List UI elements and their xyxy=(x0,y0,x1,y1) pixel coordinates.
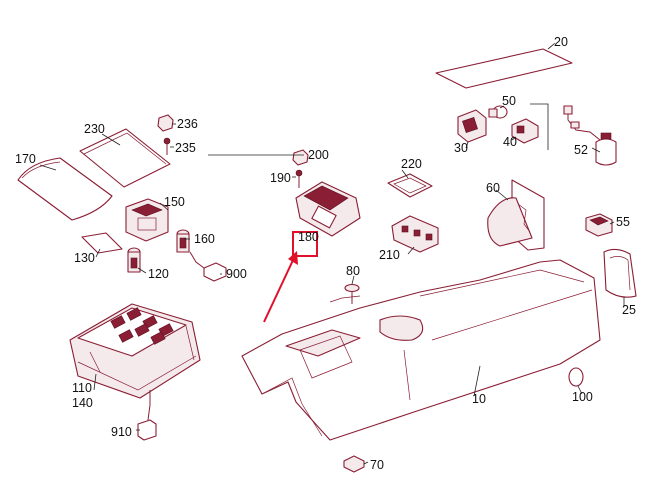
part-210-switch xyxy=(391,215,439,253)
part-235-screw xyxy=(163,137,171,155)
label-235: 235 xyxy=(175,141,196,155)
part-220-bezel xyxy=(387,173,433,198)
part-200-clip xyxy=(292,149,309,166)
part-910-connector xyxy=(137,419,157,441)
label-52: 52 xyxy=(574,143,588,157)
label-160: 160 xyxy=(194,232,215,246)
part-50-bulb xyxy=(488,105,508,119)
part-20-mat xyxy=(435,42,573,89)
label-170: 170 xyxy=(15,152,36,166)
highlight-180 xyxy=(263,231,318,323)
part-150-box xyxy=(125,198,169,242)
label-100: 100 xyxy=(572,390,593,404)
label-30: 30 xyxy=(454,141,468,155)
label-70: 70 xyxy=(370,458,384,472)
label-200: 200 xyxy=(308,148,329,162)
label-910: 910 xyxy=(111,425,132,439)
label-230: 230 xyxy=(84,122,105,136)
label-220: 220 xyxy=(401,157,422,171)
label-55: 55 xyxy=(616,215,630,229)
part-70-nut xyxy=(343,455,365,473)
label-80: 80 xyxy=(346,264,360,278)
label-140: 140 xyxy=(72,396,93,410)
label-130: 130 xyxy=(74,251,95,265)
label-40: 40 xyxy=(503,135,517,149)
label-25: 25 xyxy=(622,303,636,317)
label-120: 120 xyxy=(148,267,169,281)
label-50: 50 xyxy=(502,94,516,108)
part-170-lid xyxy=(17,157,113,221)
label-20: 20 xyxy=(554,35,568,49)
part-30-switch xyxy=(457,109,487,143)
part-55-clip xyxy=(585,213,613,237)
part-900-connector xyxy=(189,251,227,282)
part-110-unit xyxy=(69,303,201,421)
part-120-lighter xyxy=(127,247,141,273)
leader-lines xyxy=(39,43,625,465)
part-230-cover xyxy=(79,128,171,188)
part-25-endcap xyxy=(603,248,637,298)
label-236: 236 xyxy=(177,117,198,131)
label-900: 900 xyxy=(226,267,247,281)
label-210: 210 xyxy=(379,248,400,262)
part-10-console xyxy=(241,259,601,441)
label-10: 10 xyxy=(472,392,486,406)
part-180-switch-panel xyxy=(295,181,361,237)
part-80-screw xyxy=(344,283,360,304)
label-110: 110 xyxy=(72,381,92,395)
label-180: 180 xyxy=(298,230,319,244)
part-40-socket xyxy=(511,118,539,144)
part-100-plug xyxy=(568,367,584,387)
part-160-socket xyxy=(176,229,190,253)
label-60: 60 xyxy=(486,181,500,195)
part-190-screw xyxy=(295,169,303,188)
part-52-cable xyxy=(563,105,617,166)
part-60-bracket xyxy=(487,179,545,251)
part-236-clip xyxy=(157,114,174,132)
part-130-pad xyxy=(81,232,123,254)
label-150: 150 xyxy=(164,195,185,209)
label-190: 190 xyxy=(270,171,291,185)
